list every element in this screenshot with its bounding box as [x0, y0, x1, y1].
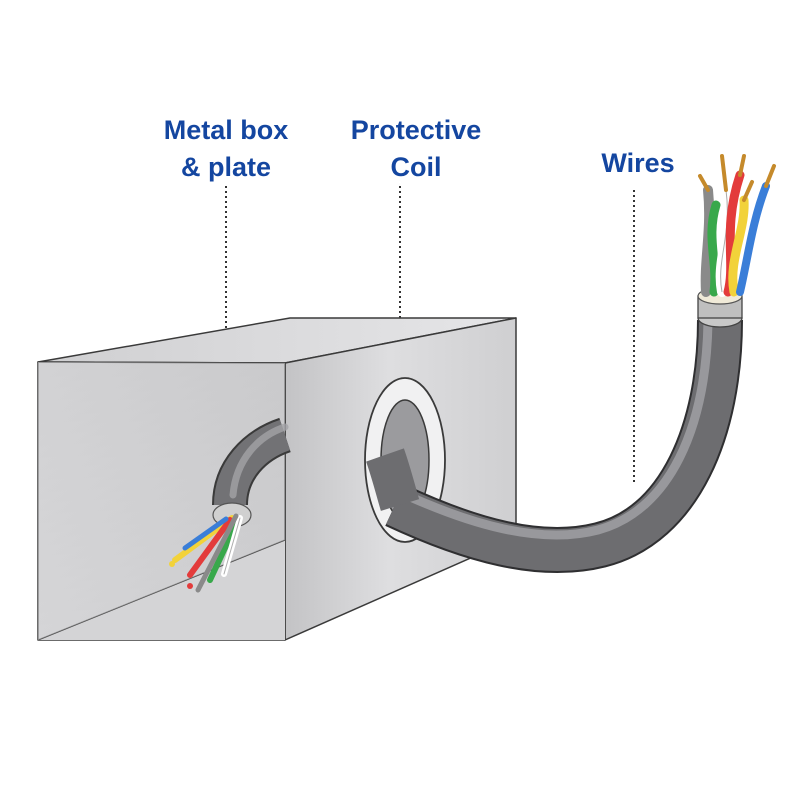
inner-cable	[169, 417, 292, 593]
wires-label-line1: Wires	[601, 148, 675, 178]
metal-box-label: Metal box & plate	[140, 112, 312, 186]
protective-coil-label: Protective Coil	[326, 112, 506, 186]
protective-coil-label-line2: Coil	[390, 152, 442, 182]
wire-bundle	[698, 154, 776, 297]
metal-box-label-line1: Metal box	[163, 115, 289, 145]
wires-label: Wires	[578, 145, 698, 182]
protective-coil-label-line1: Protective	[350, 115, 482, 145]
metal-box-label-line2: & plate	[180, 152, 272, 182]
